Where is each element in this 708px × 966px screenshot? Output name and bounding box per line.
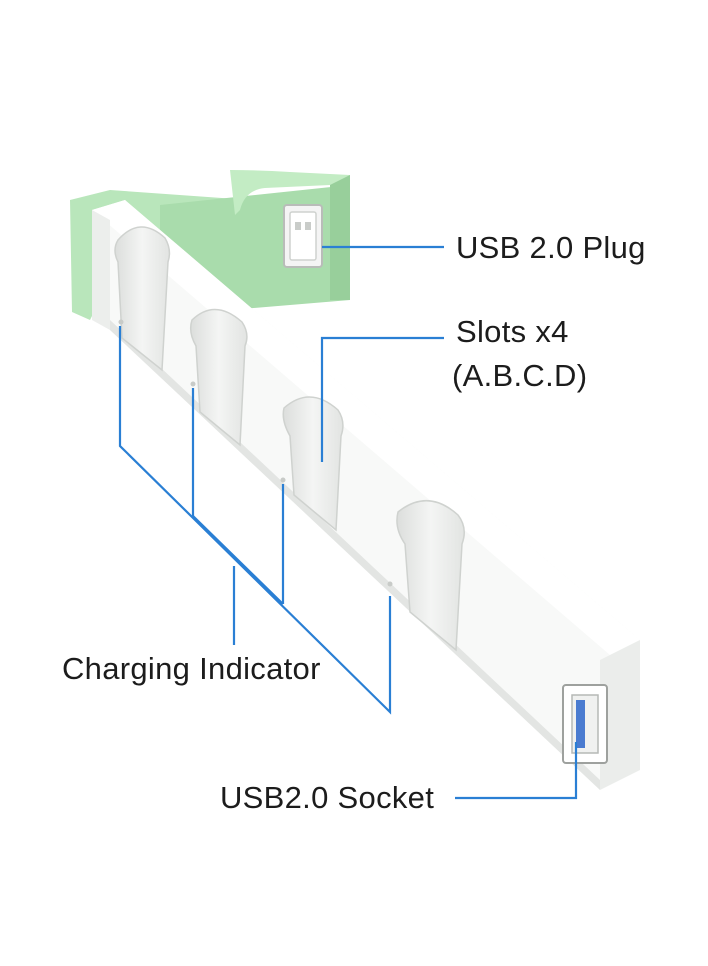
usb-plug-label: USB 2.0 Plug [456, 230, 646, 265]
slot-c [282, 396, 344, 532]
callout-indicator-hub [192, 515, 284, 605]
led-d [387, 581, 393, 587]
callout-indicator-a [118, 326, 392, 715]
charging-indicator-label: Charging Indicator [62, 651, 321, 686]
usb-plug [283, 204, 323, 268]
callout-socket-line [455, 742, 578, 800]
slot-a [114, 226, 171, 372]
charging-indicator-leds [118, 319, 393, 587]
usb-socket [562, 684, 608, 764]
slots-label: Slots x4 [456, 314, 569, 349]
callout-slots-line [320, 336, 444, 462]
led-b [190, 381, 196, 387]
slots-detail-label: (A.B.C.D) [452, 358, 588, 393]
slot-d [396, 499, 465, 652]
dock-body [92, 200, 640, 790]
led-a [118, 319, 124, 325]
slot-b [189, 308, 248, 447]
callout-lines [118, 245, 578, 800]
led-c [280, 477, 286, 483]
usb-socket-label: USB2.0 Socket [220, 780, 435, 815]
